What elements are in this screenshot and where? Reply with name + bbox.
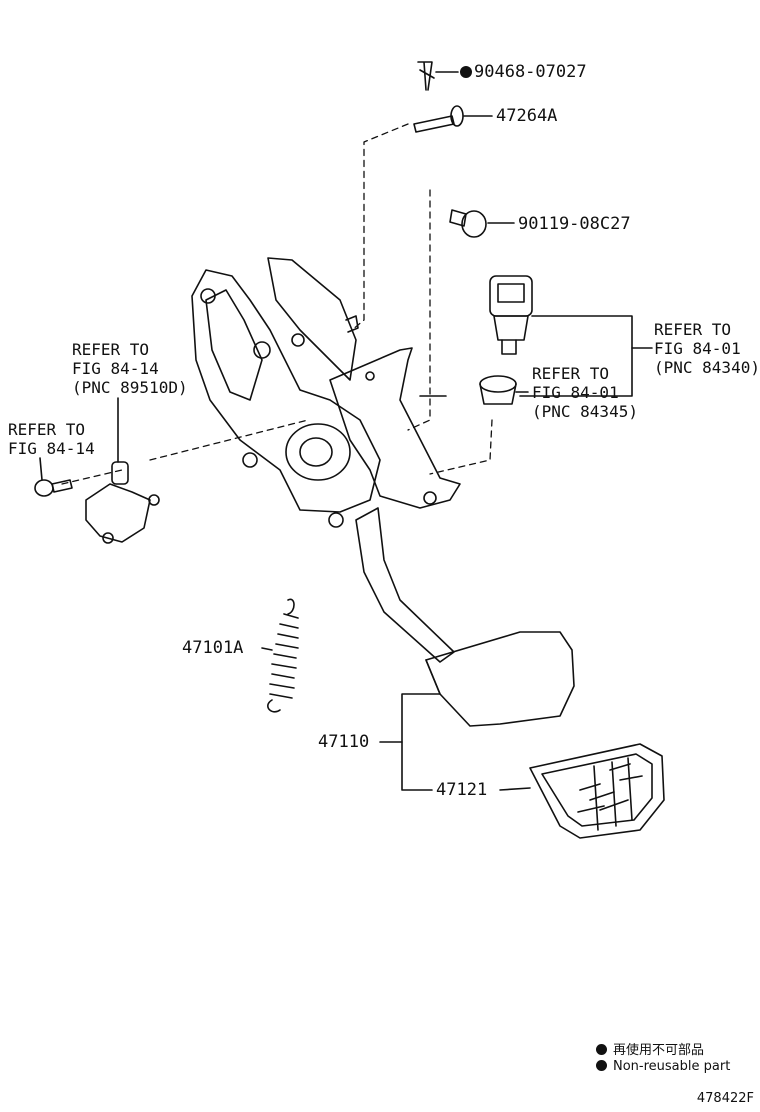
ref-cushion-line2: FIG 84-01 — [532, 383, 619, 402]
pedal-pad-cover-part — [529, 743, 665, 839]
legend-english-text: Non-reusable part — [613, 1059, 731, 1074]
part-label-90468: 90468-07027 — [474, 62, 587, 82]
ref-cushion-line3: (PNC 84345) — [532, 402, 638, 421]
legend-english: Non-reusable part — [596, 1059, 730, 1074]
ref-switch-line3: (PNC 84340) — [654, 358, 760, 377]
assembly-lines — [61, 123, 493, 485]
pedal-sensor-part — [85, 397, 160, 544]
pedal-bracket-assembly — [191, 257, 575, 727]
sensor-bolt-part — [34, 457, 73, 497]
cushion-part — [479, 375, 529, 405]
part-label-47110: 47110 — [318, 732, 370, 752]
part-label-47101a: 47101A — [182, 638, 244, 658]
ref-sensor-line1: REFER TO — [72, 340, 150, 359]
ref-bolt-line2: FIG 84-14 — [8, 439, 95, 458]
part-label-47121: 47121 — [436, 780, 488, 800]
legend-japanese: 再使用不可部品 — [596, 1039, 704, 1058]
ref-sensor-line2: FIG 84-14 — [72, 359, 159, 378]
callout-leaders — [379, 395, 531, 791]
ref-cushion-line1: REFER TO — [532, 364, 610, 383]
non-reusable-dot-icon — [596, 1044, 607, 1055]
clip-90468-part — [417, 61, 459, 91]
part-label-47264a: 47264A — [496, 106, 558, 126]
non-reusable-marker-icon — [460, 66, 472, 78]
ref-bolt-line1: REFER TO — [8, 420, 86, 439]
pin-47264a-part — [413, 105, 493, 133]
ref-switch-line2: FIG 84-01 — [654, 339, 741, 358]
return-spring-part — [261, 598, 299, 713]
part-label-90119: 90119-08C27 — [518, 214, 631, 234]
ref-sensor-line3: (PNC 89510D) — [72, 378, 188, 397]
bolt-90119-part — [449, 209, 515, 238]
stop-lamp-switch-part — [489, 275, 653, 397]
figure-number: 478422F — [696, 1091, 754, 1106]
legend-japanese-text: 再使用不可部品 — [613, 1043, 705, 1058]
ref-switch-line1: REFER TO — [654, 320, 732, 339]
non-reusable-dot-icon — [596, 1060, 607, 1071]
